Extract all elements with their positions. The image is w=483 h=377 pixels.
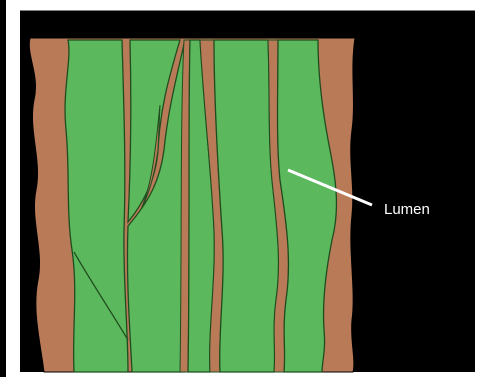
lumen-label: Lumen (384, 201, 430, 218)
left-border-strip (0, 0, 6, 377)
cell-1 (65, 40, 128, 372)
